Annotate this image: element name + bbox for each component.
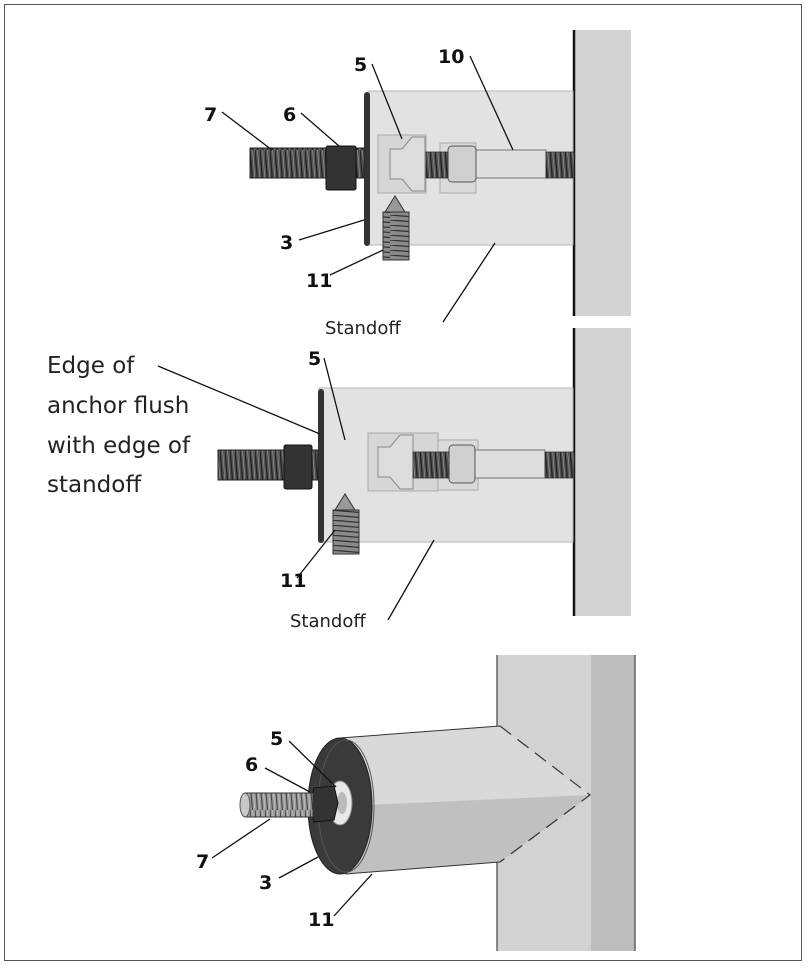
callout-3: 3: [259, 872, 272, 894]
nut: [283, 444, 313, 490]
stud-thread-inner: [425, 151, 449, 179]
panel-bottom: 5 6 7 3 11: [196, 655, 636, 951]
wall-side: [591, 655, 635, 951]
callout-11: 11: [308, 909, 334, 931]
nut: [309, 785, 339, 823]
leader-lines: [157, 357, 435, 621]
callout-7: 7: [204, 104, 217, 126]
callout-5: 5: [354, 54, 367, 76]
note-line-3: with edge of: [47, 433, 191, 459]
leader-lines: [211, 740, 373, 917]
hidden-edge: [499, 725, 591, 863]
wall: [573, 30, 631, 316]
rod-head: [448, 444, 476, 484]
anchor-cone: [377, 434, 414, 490]
callout-7: 7: [196, 851, 209, 873]
callout-11: 11: [306, 270, 332, 292]
wall: [573, 328, 631, 616]
threaded-stud: [244, 792, 314, 818]
callout-5: 5: [270, 728, 283, 750]
washer-plate: [364, 92, 370, 246]
callout-6: 6: [283, 104, 296, 126]
callout-11: 11: [280, 570, 306, 592]
rod-head: [447, 145, 477, 183]
panel-top: 7 6 5 10 3 11 Standoff: [204, 30, 631, 339]
anchor-cone: [389, 136, 426, 192]
stud-thread-inner: [412, 451, 450, 479]
nut: [325, 145, 357, 191]
standoff-caption: Standoff: [325, 318, 401, 339]
rod: [475, 149, 547, 179]
set-screw: [332, 509, 360, 555]
callout-6: 6: [245, 754, 258, 776]
rod: [474, 449, 546, 479]
rod-thread: [544, 451, 575, 479]
panel-middle: Edge of anchor flush with edge of stando…: [47, 328, 631, 632]
rod-thread: [545, 151, 575, 179]
callout-5: 5: [308, 348, 321, 370]
washer-plate: [318, 389, 324, 543]
note-line-2: anchor flush: [47, 393, 189, 419]
callout-3: 3: [280, 232, 293, 254]
callout-10: 10: [438, 46, 464, 68]
standoff-caption: Standoff: [290, 611, 366, 632]
set-screw: [382, 211, 410, 261]
note-line-4: standoff: [47, 472, 142, 498]
diagram-frame: [4, 4, 802, 961]
note-line-1: Edge of: [47, 353, 135, 379]
leader-lines: [221, 55, 514, 323]
